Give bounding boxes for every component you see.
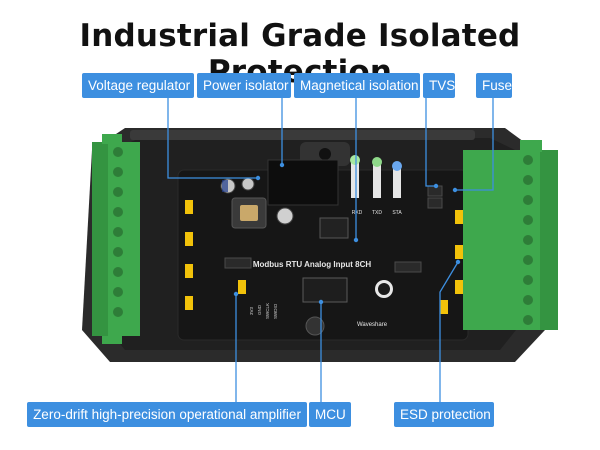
magnetic-isolator-chip xyxy=(319,217,349,239)
callout-mcu: MCU xyxy=(309,402,351,427)
callout-esd-protection: ESD protection xyxy=(394,402,494,427)
led-label-txd: TXD xyxy=(372,210,382,216)
brand-text: Waveshare xyxy=(357,322,388,328)
pin-label-swclk: SWCLK xyxy=(265,303,270,319)
power-isolator-module xyxy=(267,159,339,206)
pin-label-3v3: 3V3 xyxy=(249,306,254,315)
led-label-rxd: RXD xyxy=(352,210,363,216)
callout-fuse: Fuse xyxy=(476,73,512,98)
page-title: Industrial Grade Isolated Protection xyxy=(79,18,521,90)
led-label-sta: STA xyxy=(392,210,402,216)
terminal-block-right xyxy=(463,140,558,330)
capacitor xyxy=(276,207,294,225)
callout-opamp: Zero-drift high-precision operational am… xyxy=(27,402,307,427)
callout-power-isolator: Power isolator xyxy=(197,73,291,98)
mcu-chip xyxy=(302,277,348,303)
board-name: Modbus RTU Analog Input 8CH xyxy=(253,260,372,269)
terminal-block-left xyxy=(92,134,140,344)
callout-tvs: TVS xyxy=(423,73,455,98)
pin-label-swdio: SWDIO xyxy=(273,303,278,319)
pin-label-gnd: GND xyxy=(257,304,262,315)
callout-magnetical-isolation: Magnetical isolation xyxy=(294,73,420,98)
callout-voltage-regulator: Voltage regulator xyxy=(82,73,194,98)
